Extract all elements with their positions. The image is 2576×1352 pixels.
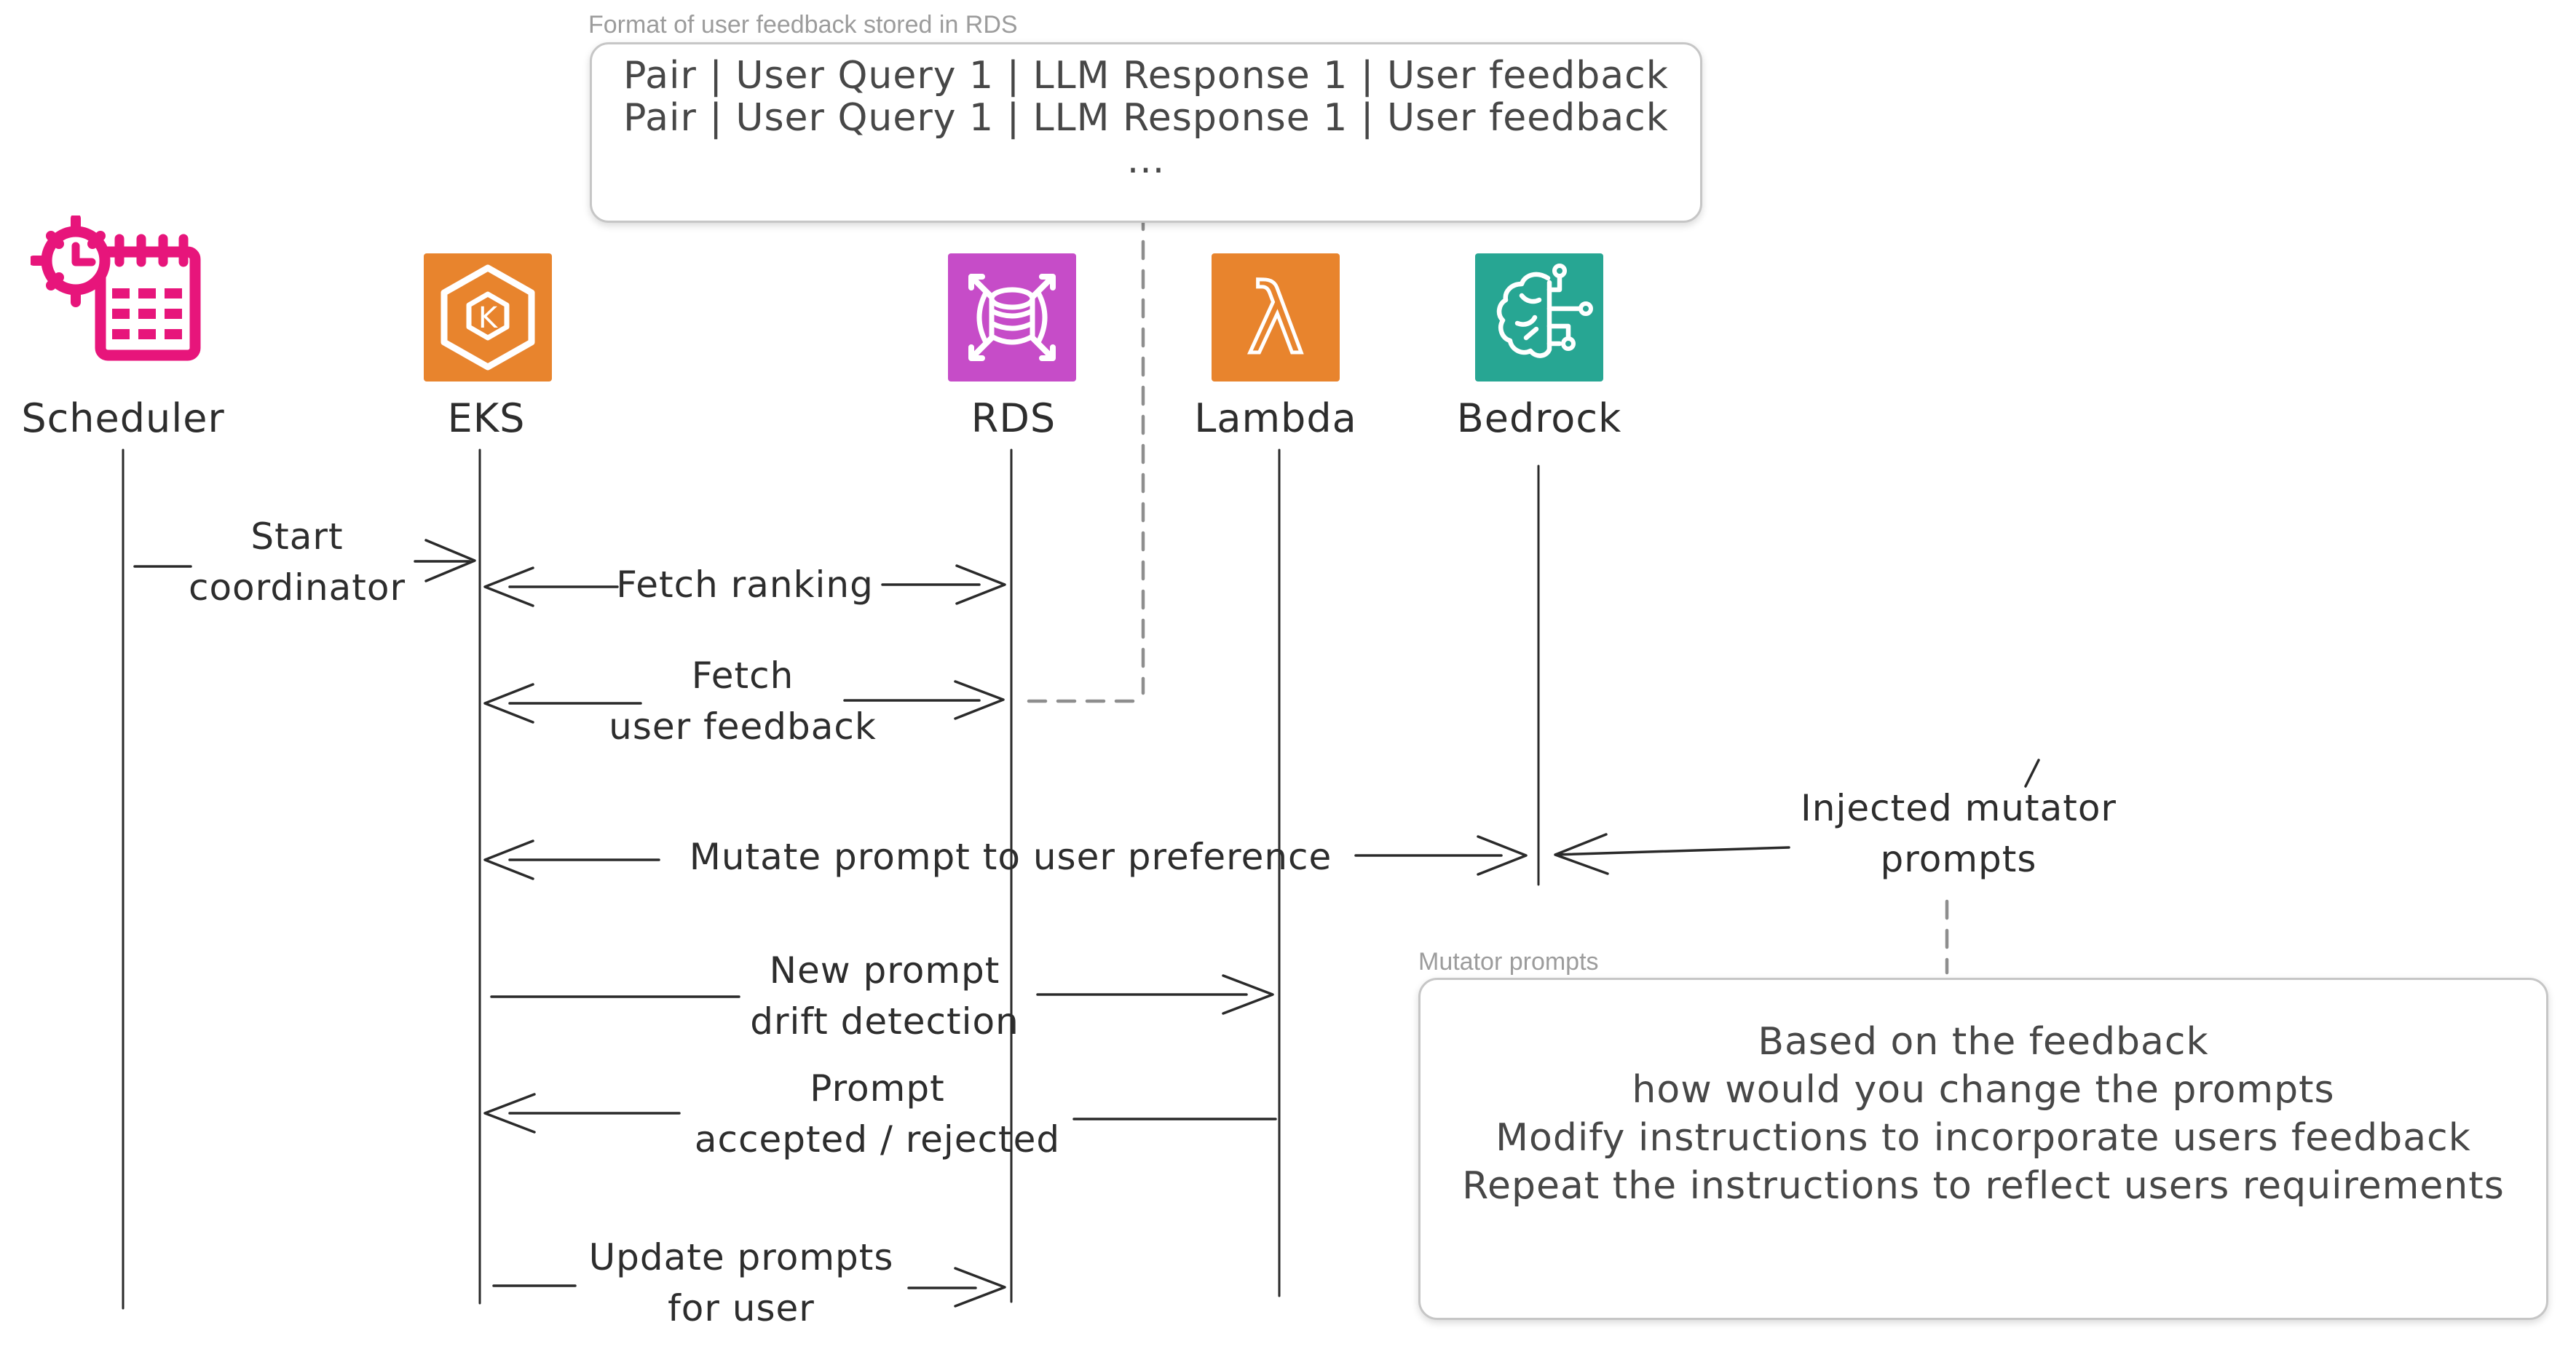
msg-line: Start	[250, 515, 344, 558]
msg-line: Update prompts	[588, 1236, 894, 1278]
actor-label-rds: RDS	[971, 395, 1056, 441]
actor-label-bedrock: Bedrock	[1456, 395, 1622, 441]
rds-format-line-2: Pair | User Query 1 | LLM Response 1 | U…	[623, 96, 1669, 140]
eks-icon-letter: K	[478, 301, 499, 335]
msg-line: Prompt	[810, 1067, 945, 1110]
arrow-prompt-accepted-rejected	[483, 1093, 1277, 1134]
rds-format-note-label: Format of user feedback stored in RDS	[588, 11, 1018, 39]
arrow-fetch-ranking	[483, 564, 1006, 607]
mutator-line-4: Repeat the instructions to reflect users…	[1462, 1164, 2505, 1208]
msg-fetch-ranking: Fetch ranking	[616, 559, 874, 610]
arrow-update-prompts	[492, 1267, 1006, 1308]
msg-line: for user	[668, 1287, 815, 1329]
msg-new-prompt-drift-detection: New prompt drift detection	[750, 945, 1019, 1047]
msg-line: Mutate prompt to user preference	[689, 836, 1332, 878]
msg-start-coordinator: Start coordinator	[189, 511, 406, 613]
msg-prompt-accepted-rejected: Prompt accepted / rejected	[695, 1063, 1060, 1165]
arrow-new-prompt-drift-detection	[490, 974, 1274, 1015]
msg-fetch-user-feedback: Fetch user feedback	[609, 650, 877, 752]
rds-format-note-box: Pair | User Query 1 | LLM Response 1 | U…	[590, 42, 1702, 223]
msg-line: drift detection	[750, 1000, 1019, 1043]
msg-line: Fetch ranking	[616, 564, 874, 606]
msg-line: Fetch	[691, 655, 794, 697]
msg-line: New prompt	[769, 949, 1000, 992]
rds-format-line-1: Pair | User Query 1 | LLM Response 1 | U…	[623, 54, 1669, 98]
lambda-icon: λ	[1212, 253, 1340, 382]
svg-text:λ: λ	[1247, 264, 1304, 376]
msg-line: Injected mutator	[1801, 787, 2117, 829]
msg-mutate-prompt: Mutate prompt to user preference	[690, 831, 1332, 882]
msg-line: prompts	[1880, 838, 2037, 880]
msg-line: user feedback	[609, 705, 877, 748]
msg-line: coordinator	[188, 566, 406, 609]
bedrock-icon	[1475, 253, 1603, 382]
arrow-fetch-user-feedback	[483, 680, 1005, 724]
actor-label-eks: EKS	[447, 395, 526, 441]
actor-label-lambda: Lambda	[1194, 395, 1357, 441]
actor-label-scheduler: Scheduler	[21, 395, 225, 441]
rds-icon	[948, 253, 1076, 382]
mutator-line-1: Based on the feedback	[1758, 1020, 2209, 1064]
mutator-prompts-note-label: Mutator prompts	[1418, 948, 1599, 976]
dashed-connector-rds-format-note	[1024, 210, 1145, 703]
arrow-start-coordinator	[133, 539, 476, 582]
msg-injected-mutator-prompts: Injected mutator prompts	[1801, 783, 2117, 885]
arrow-mutate-prompt	[483, 835, 1528, 880]
arrow-injected-mutator-prompts	[1554, 833, 1790, 875]
msg-update-prompts: Update prompts for user	[589, 1232, 894, 1334]
mutator-prompts-note-box: Based on the feedback how would you chan…	[1418, 978, 2548, 1320]
mutator-line-3: Modify instructions to incorporate users…	[1496, 1116, 2471, 1160]
rds-format-line-3: ...	[1126, 138, 1166, 182]
stray-tick-mark	[2024, 759, 2040, 788]
scheduler-icon	[28, 213, 202, 379]
msg-line: accepted / rejected	[694, 1118, 1061, 1161]
mutator-line-2: how would you change the prompts	[1632, 1068, 2335, 1112]
eks-icon: K	[424, 253, 552, 382]
